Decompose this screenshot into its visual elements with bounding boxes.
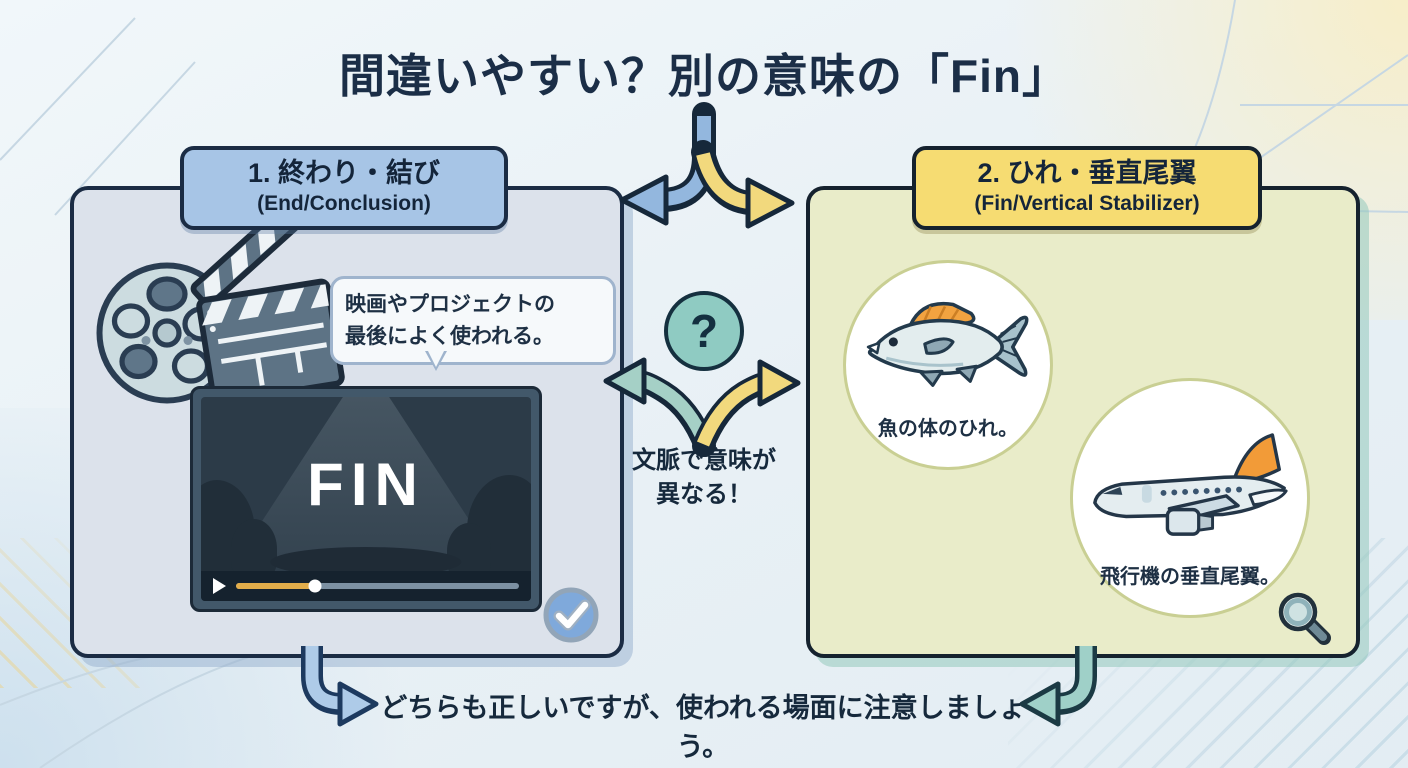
left-panel-header: 1. 終わり・結び (End/Conclusion) xyxy=(180,146,508,230)
speech-bubble: 映画やプロジェクトの 最後によく使われる。 xyxy=(330,276,616,371)
progress-knob xyxy=(308,579,322,593)
check-icon xyxy=(543,587,599,643)
right-panel: 魚の体のひれ。 飛行機の垂直尾翼。 xyxy=(806,186,1360,658)
video-fin-text: FIN xyxy=(307,450,425,518)
left-header-subtitle: (End/Conclusion) xyxy=(257,191,431,215)
context-note-line-1: 文脈で意味が xyxy=(632,447,776,474)
right-header-title: 2. ひれ・垂直尾翼 xyxy=(977,158,1197,188)
page-title: 間違いやすい？別の意味の「Fin」 xyxy=(339,50,1069,102)
split-arrow-yellow xyxy=(691,140,795,229)
context-note-line-2: 異なる！ xyxy=(656,480,752,508)
diverge-arrow-yellow xyxy=(692,359,801,457)
speech-bubble-line-2: 最後によく使われる。 xyxy=(345,324,554,348)
airplane-icon xyxy=(1093,433,1288,536)
video-screen: FIN xyxy=(201,397,531,601)
fish-caption: 魚の体のひれ。 xyxy=(877,418,1019,440)
video-player: FIN xyxy=(190,386,542,612)
progress-bar xyxy=(236,579,519,593)
fish-circle: 魚の体のひれ。 xyxy=(843,260,1053,470)
question-mark-text: ? xyxy=(689,305,719,357)
split-arrow-blue xyxy=(619,102,716,226)
progress-fill xyxy=(236,583,316,589)
footer-text: どちらも正しいですが、使われる場面に注意しましょう。 xyxy=(380,693,1026,762)
right-panel-header: 2. ひれ・垂直尾翼 (Fin/Vertical Stabilizer) xyxy=(912,146,1262,230)
fish-icon xyxy=(866,301,1029,387)
airplane-circle: 飛行機の垂直尾翼。 xyxy=(1070,378,1310,618)
magnifier-icon xyxy=(1278,592,1331,645)
play-icon xyxy=(213,578,226,594)
left-panel: 映画やプロジェクトの 最後によく使われる。 FIN xyxy=(70,186,624,658)
speech-bubble-line-1: 映画やプロジェクトの xyxy=(345,293,555,316)
right-header-subtitle: (Fin/Vertical Stabilizer) xyxy=(974,191,1200,215)
question-circle: ? xyxy=(664,291,744,371)
context-note: 文脈で意味が 異なる！ xyxy=(600,444,808,511)
video-controls xyxy=(201,571,531,601)
plane-caption: 飛行機の垂直尾翼。 xyxy=(1100,566,1280,588)
left-header-title: 1. 終わり・結び xyxy=(247,158,441,188)
